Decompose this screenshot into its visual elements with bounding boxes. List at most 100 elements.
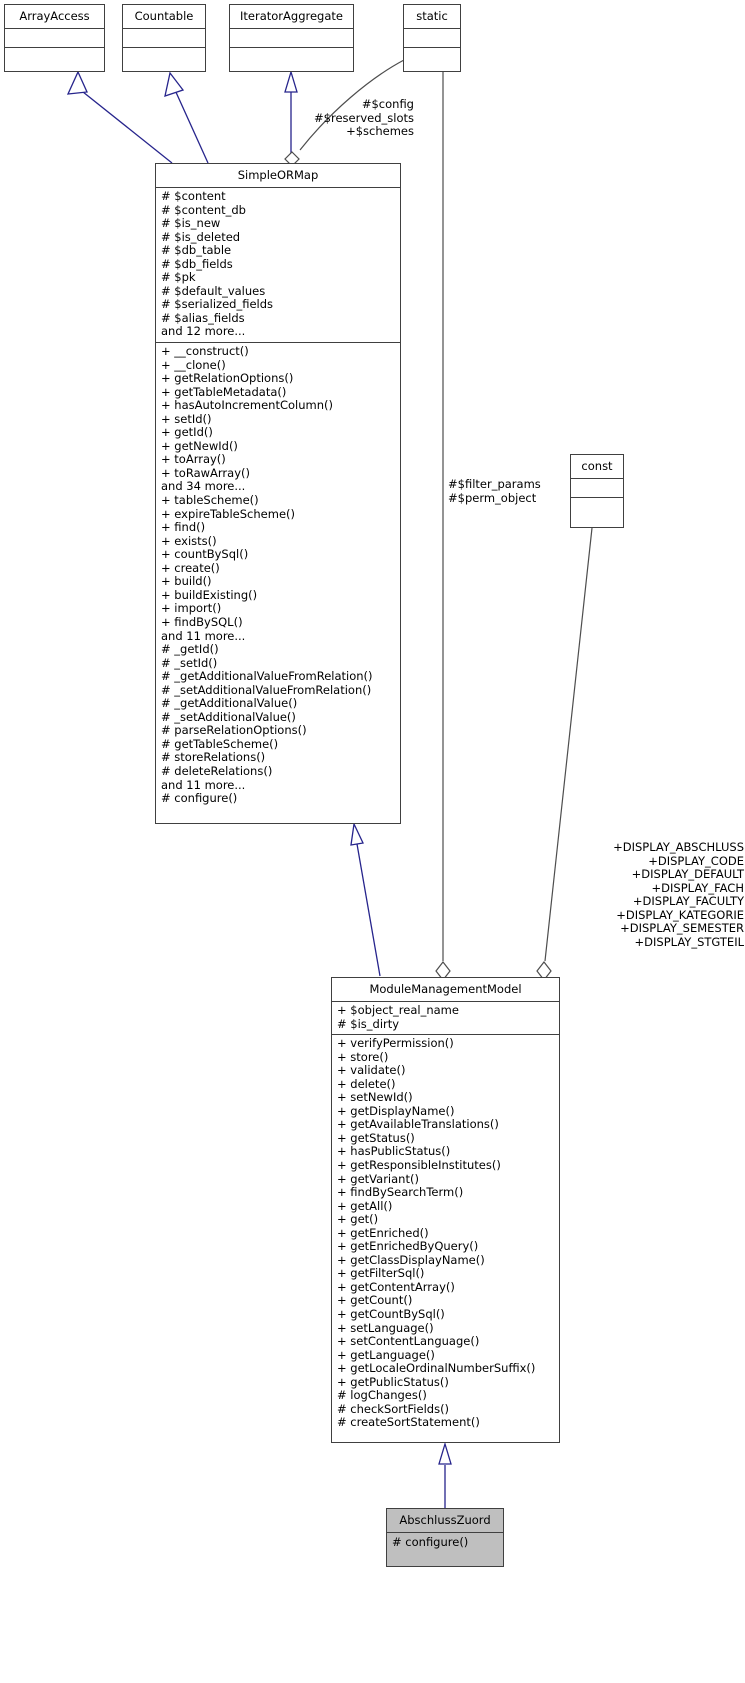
class-attributes-countable: [123, 29, 205, 47]
class-member-row: # $is_deleted: [161, 229, 241, 244]
class-member-row: + $object_real_name: [337, 1003, 459, 1017]
class-member-row: # $alias_fields: [161, 310, 245, 325]
class-member-row: + delete(): [337, 1076, 396, 1091]
edge-label-static-simpleormap: #$config#$reserved_slots+$schemes: [288, 97, 414, 139]
class-member-row: # $pk: [161, 270, 196, 285]
class-member-row: #$reserved_slots: [314, 110, 414, 125]
class-title-const: const: [581, 459, 613, 473]
class-attributes-simpleormap: # $content# $content_db# $is_new# $is_de…: [156, 188, 400, 342]
class-node-iteratoraggregate[interactable]: IteratorAggregate: [229, 4, 354, 72]
class-member-row: # logChanges(): [337, 1388, 427, 1403]
class-member-row: +DISPLAY_DEFAULT: [631, 867, 744, 881]
class-member-row: # storeRelations(): [161, 750, 266, 765]
class-member-row: + findBySQL(): [161, 614, 243, 629]
class-attributes-arrayaccess: [5, 29, 104, 47]
class-member-row: #$config: [361, 97, 414, 111]
class-member-row: # configure(): [161, 791, 238, 806]
class-member-row: + getRelationOptions(): [161, 371, 294, 386]
class-member-row: #$filter_params: [448, 477, 541, 491]
class-methods-iteratoraggregate: [230, 48, 353, 66]
class-member-row: +DISPLAY_FACULTY: [632, 894, 744, 908]
class-title-countable: Countable: [134, 9, 194, 23]
class-member-row: + setContentLanguage(): [337, 1334, 480, 1349]
class-member-row: + setNewId(): [337, 1090, 413, 1105]
class-member-row: + getCountBySql(): [337, 1307, 445, 1322]
divider: [5, 47, 104, 48]
class-attributes-iteratoraggregate: [230, 29, 353, 47]
class-node-static[interactable]: static: [403, 4, 461, 72]
class-member-row: # _setId(): [161, 655, 218, 670]
class-member-row: + getId(): [161, 425, 213, 440]
class-member-row: + verifyPermission(): [337, 1036, 454, 1051]
class-node-modulemanagementmodel[interactable]: ModuleManagementModel + $object_real_nam…: [331, 977, 560, 1443]
class-node-abschlusszuord[interactable]: AbschlussZuord # configure(): [386, 1508, 504, 1567]
class-member-row: + getTableMetadata(): [161, 384, 287, 399]
class-member-row: + getPublicStatus(): [337, 1374, 449, 1389]
class-member-row: # $db_fields: [161, 256, 233, 271]
class-member-row: + getContentArray(): [337, 1279, 455, 1294]
class-member-row: and 11 more...: [161, 777, 246, 792]
class-member-row: + getAvailableTranslations(): [337, 1117, 499, 1132]
class-node-simpleormap[interactable]: SimpleORMap # $content# $content_db# $is…: [155, 163, 401, 824]
divider: [332, 1034, 559, 1036]
divider: [156, 342, 400, 344]
class-member-row: + hasPublicStatus(): [337, 1144, 451, 1159]
class-member-row: + __clone(): [161, 357, 226, 372]
class-member-row: # _getAdditionalValue(): [161, 696, 298, 711]
divider: [571, 497, 623, 498]
class-member-row: + build(): [161, 574, 212, 589]
class-attributes-static: [404, 29, 460, 47]
class-member-row: # configure(): [392, 1535, 469, 1549]
class-member-row: # checkSortFields(): [337, 1401, 450, 1416]
divider: [156, 187, 400, 188]
class-member-row: +DISPLAY_FACH: [651, 880, 744, 895]
class-member-row: + getEnriched(): [337, 1225, 429, 1240]
divider: [123, 28, 205, 29]
class-member-row: +DISPLAY_STGTEIL: [634, 934, 744, 949]
class-member-row: and 11 more...: [161, 628, 246, 643]
divider: [332, 1001, 559, 1002]
class-member-row: # createSortStatement(): [337, 1415, 480, 1430]
class-member-row: +DISPLAY_ABSCHLUSS: [613, 840, 744, 854]
class-node-arrayaccess[interactable]: ArrayAccess: [4, 4, 105, 72]
class-member-row: + getClassDisplayName(): [337, 1252, 485, 1267]
class-member-row: + exists(): [161, 533, 217, 548]
class-node-const[interactable]: const: [570, 454, 624, 528]
class-member-row: +DISPLAY_SEMESTER: [620, 921, 744, 935]
class-member-row: # $content: [161, 189, 226, 203]
class-node-countable[interactable]: Countable: [122, 4, 206, 72]
class-member-row: + getDisplayName(): [337, 1103, 455, 1118]
class-member-row: # parseRelationOptions(): [161, 723, 307, 738]
class-member-row: + setId(): [161, 411, 212, 426]
class-member-row: + getLanguage(): [337, 1347, 435, 1362]
divider: [404, 28, 460, 29]
class-member-row: + buildExisting(): [161, 587, 258, 602]
inheritance-edge-simpleormap-arrayaccess: [66, 70, 173, 164]
class-member-row: + getFilterSql(): [337, 1266, 425, 1281]
divider: [230, 28, 353, 29]
class-member-row: # $serialized_fields: [161, 297, 274, 312]
class-member-row: + getStatus(): [337, 1130, 415, 1145]
class-attributes-modulemanagementmodel: + $object_real_name# $is_dirty: [332, 1002, 559, 1034]
class-member-row: # $is_new: [161, 216, 221, 231]
class-member-row: # $is_dirty: [337, 1016, 400, 1031]
class-member-row: + getResponsibleInstitutes(): [337, 1158, 501, 1173]
class-member-row: # _setAdditionalValueFromRelation(): [161, 682, 372, 697]
class-member-row: + getNewId(): [161, 438, 238, 453]
class-methods-modulemanagementmodel: + verifyPermission()+ store()+ validate(…: [332, 1035, 559, 1433]
divider: [404, 47, 460, 48]
class-methods-arrayaccess: [5, 48, 104, 66]
class-member-row: + expireTableScheme(): [161, 506, 295, 521]
class-member-row: +DISPLAY_CODE: [648, 853, 744, 868]
class-member-row: + get(): [337, 1212, 379, 1227]
divider: [230, 47, 353, 48]
class-member-row: +DISPLAY_KATEGORIE: [616, 907, 744, 922]
class-member-row: + validate(): [337, 1063, 406, 1078]
inheritance-edge-abschlusszuord-modulemanagementmodel: [438, 1441, 452, 1508]
class-member-row: + getAll(): [337, 1198, 393, 1213]
class-member-row: +$schemes: [346, 124, 414, 138]
class-member-row: + store(): [337, 1049, 389, 1064]
divider: [387, 1532, 503, 1533]
class-title-simpleormap: SimpleORMap: [237, 168, 319, 182]
class-member-row: + setLanguage(): [337, 1320, 434, 1335]
